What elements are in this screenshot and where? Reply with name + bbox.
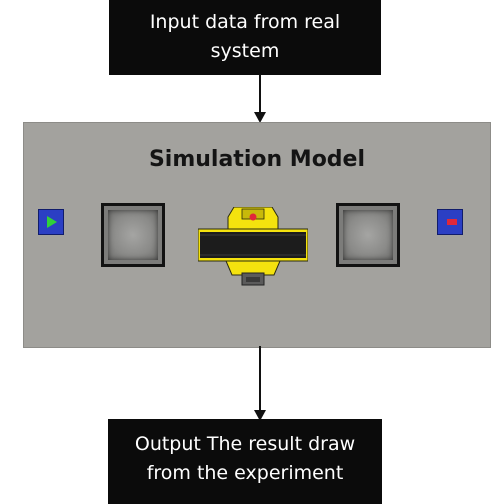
sink-block: [437, 209, 463, 235]
conveyor-icon: [198, 207, 308, 286]
simulation-model-panel: Simulation Model: [23, 122, 491, 348]
arrow-down-bottom: [254, 346, 266, 421]
output-line-1: Output The result draw: [134, 433, 356, 455]
arrow-down-top: [254, 74, 266, 123]
output-line-2: from the experiment: [146, 462, 344, 484]
input-data-box: Input data from real system: [109, 0, 381, 75]
input-line-2: system: [210, 40, 280, 62]
model-title: Simulation Model: [148, 147, 366, 172]
play-icon: [47, 216, 57, 228]
input-line-1: Input data from real: [149, 11, 341, 33]
station-right: [336, 203, 400, 267]
source-block: [38, 209, 64, 235]
output-result-box: Output The result draw from the experime…: [108, 419, 382, 504]
stop-icon: [447, 219, 457, 225]
station-left: [101, 203, 165, 267]
